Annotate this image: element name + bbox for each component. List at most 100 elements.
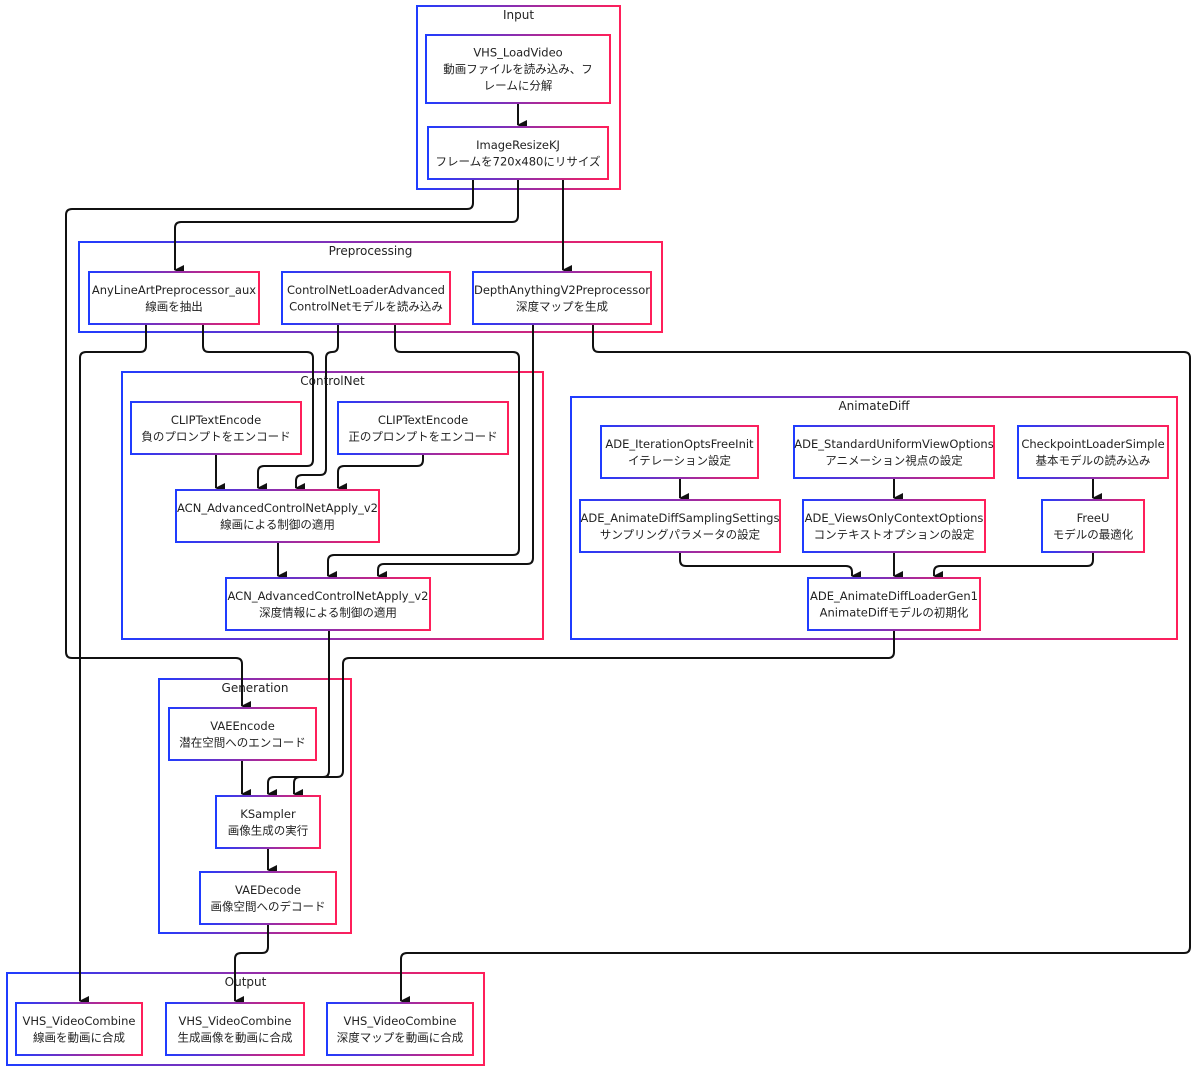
node-type-label: VHS_VideoCombine: [344, 1014, 457, 1028]
node-type-label: CLIPTextEncode: [171, 413, 261, 427]
node-ad_loader[interactable]: ADE_AnimateDiffLoaderGen1AnimateDiffモデルの…: [807, 577, 981, 631]
node-box[interactable]: [130, 401, 302, 455]
node-type-label: CLIPTextEncode: [378, 413, 468, 427]
node-box[interactable]: [15, 1002, 143, 1056]
edge-cn_loader-to-acn2: [327, 324, 520, 581]
node-description: 線画を動画に合成: [33, 1030, 125, 1044]
node-box[interactable]: [1017, 425, 1169, 479]
edge-lineart-to-out_line: [79, 324, 147, 1006]
node-type-label: ImageResizeKJ: [476, 138, 560, 152]
node-box[interactable]: [326, 1002, 474, 1056]
node-freeinit[interactable]: ADE_IterationOptsFreeInit イテレーション設定: [600, 425, 759, 479]
node-clip_neg[interactable]: CLIPTextEncode 負のプロンプトをエンコード: [130, 401, 302, 455]
node-type-label: VHS_VideoCombine: [179, 1014, 292, 1028]
node-acn1[interactable]: ACN_AdvancedControlNetApply_v2 線画による制御の適用: [175, 489, 380, 543]
node-box[interactable]: [175, 489, 380, 543]
node-box[interactable]: [472, 271, 652, 325]
node-depth[interactable]: DepthAnythingV2Preprocessor 深度マップを生成: [472, 271, 652, 325]
node-description: ControlNetモデルを読み込み: [289, 299, 443, 313]
node-type-label: ControlNetLoaderAdvanced: [287, 283, 445, 297]
node-box[interactable]: [199, 871, 337, 925]
group-title: AnimateDiff: [838, 399, 910, 413]
edge-sampling-to-ad_loader: [679, 552, 861, 581]
edge-freeu-to-ad_loader: [933, 552, 1094, 581]
node-description: 潜在空間へのエンコード: [179, 735, 306, 749]
node-out_gen[interactable]: VHS_VideoCombine 生成画像を動画に合成: [165, 1002, 305, 1056]
node-description: サンプリングパラメータの設定: [600, 527, 761, 541]
node-description: 負のプロンプトをエンコード: [141, 429, 290, 443]
node-box[interactable]: [600, 425, 759, 479]
node-box[interactable]: [427, 126, 609, 180]
node-box[interactable]: [793, 425, 995, 479]
node-box[interactable]: [281, 271, 451, 325]
node-out_depth[interactable]: VHS_VideoCombine 深度マップを動画に合成: [326, 1002, 474, 1056]
node-description: アニメーション視点の設定: [825, 453, 963, 467]
node-sampling[interactable]: ADE_AnimateDiffSamplingSettingsサンプリングパラメ…: [579, 499, 781, 553]
edge-clip_pos-to-acn1: [337, 454, 424, 493]
node-box[interactable]: [579, 499, 781, 553]
edge-depth-to-out_depth: [400, 324, 1191, 1006]
node-type-label: ADE_AnimateDiffLoaderGen1: [810, 589, 978, 603]
node-type-label: ADE_ViewsOnlyContextOptions: [805, 511, 984, 525]
group-preprocessing: Preprocessing: [78, 241, 663, 333]
node-description: 深度マップを生成: [516, 299, 608, 313]
group-title: Generation: [222, 681, 289, 695]
node-box[interactable]: [215, 795, 321, 849]
node-type-label: ACN_AdvancedControlNetApply_v2: [228, 589, 429, 603]
node-acn2[interactable]: ACN_AdvancedControlNetApply_v2 深度情報による制御の…: [225, 577, 431, 631]
group-title: Input: [503, 8, 534, 22]
node-description: 生成画像を動画に合成: [178, 1030, 293, 1044]
node-box[interactable]: [168, 707, 317, 761]
node-type-label: VHS_LoadVideo: [473, 46, 562, 60]
node-resize[interactable]: ImageResizeKJ フレームを720x480にリサイズ: [427, 126, 609, 180]
node-description: 正のプロンプトをエンコード: [348, 429, 497, 443]
edge-lineart-to-acn1: [202, 324, 314, 493]
node-description: 深度マップを動画に合成: [337, 1030, 464, 1044]
node-description: コンテキストオプションの設定: [814, 527, 975, 541]
edges-layer: [65, 103, 1191, 1006]
node-description: 深度情報による制御の適用: [259, 605, 397, 619]
edge-resize-to-vae_enc: [65, 179, 474, 711]
node-type-label: AnyLineArtPreprocessor_aux: [92, 283, 256, 297]
node-box[interactable]: [425, 34, 611, 104]
node-type-label: ACN_AdvancedControlNetApply_v2: [177, 501, 378, 515]
edge-resize-to-lineart: [174, 179, 519, 275]
group-animatediff: AnimateDiff: [570, 396, 1178, 640]
node-description: 線画による制御の適用: [220, 517, 335, 531]
node-box[interactable]: [225, 577, 431, 631]
node-box[interactable]: [1041, 499, 1145, 553]
group-title: ControlNet: [300, 374, 365, 388]
node-description: イテレーション設定: [628, 453, 732, 467]
node-box[interactable]: [88, 271, 260, 325]
node-clip_pos[interactable]: CLIPTextEncode 正のプロンプトをエンコード: [337, 401, 509, 455]
edge-ad_loader-to-ksampler: [293, 630, 895, 799]
node-cn_loader[interactable]: ControlNetLoaderAdvancedControlNetモデルを読み…: [281, 271, 451, 325]
node-view_opts[interactable]: ADE_StandardUniformViewOptionsアニメーション視点の…: [793, 425, 995, 479]
node-ctx_opts[interactable]: ADE_ViewsOnlyContextOptions コンテキストオプションの設…: [802, 499, 986, 553]
node-description: フレームを720x480にリサイズ: [435, 154, 600, 168]
node-description: AnimateDiffモデルの初期化: [820, 605, 969, 619]
edge-depth-to-acn2: [377, 324, 534, 581]
node-type-label: DepthAnythingV2Preprocessor: [474, 283, 650, 297]
node-box[interactable]: [807, 577, 981, 631]
node-type-label: FreeU: [1077, 511, 1110, 525]
node-type-label: ADE_IterationOptsFreeInit: [605, 437, 754, 451]
node-box[interactable]: [165, 1002, 305, 1056]
group-frame: [570, 396, 1178, 640]
group-frame: [78, 241, 663, 333]
group-frame: [158, 678, 352, 934]
group-frame: [6, 972, 485, 1066]
node-box[interactable]: [802, 499, 986, 553]
group-title: Output: [225, 975, 267, 989]
node-type-label: VAEDecode: [235, 883, 301, 897]
node-box[interactable]: [337, 401, 509, 455]
